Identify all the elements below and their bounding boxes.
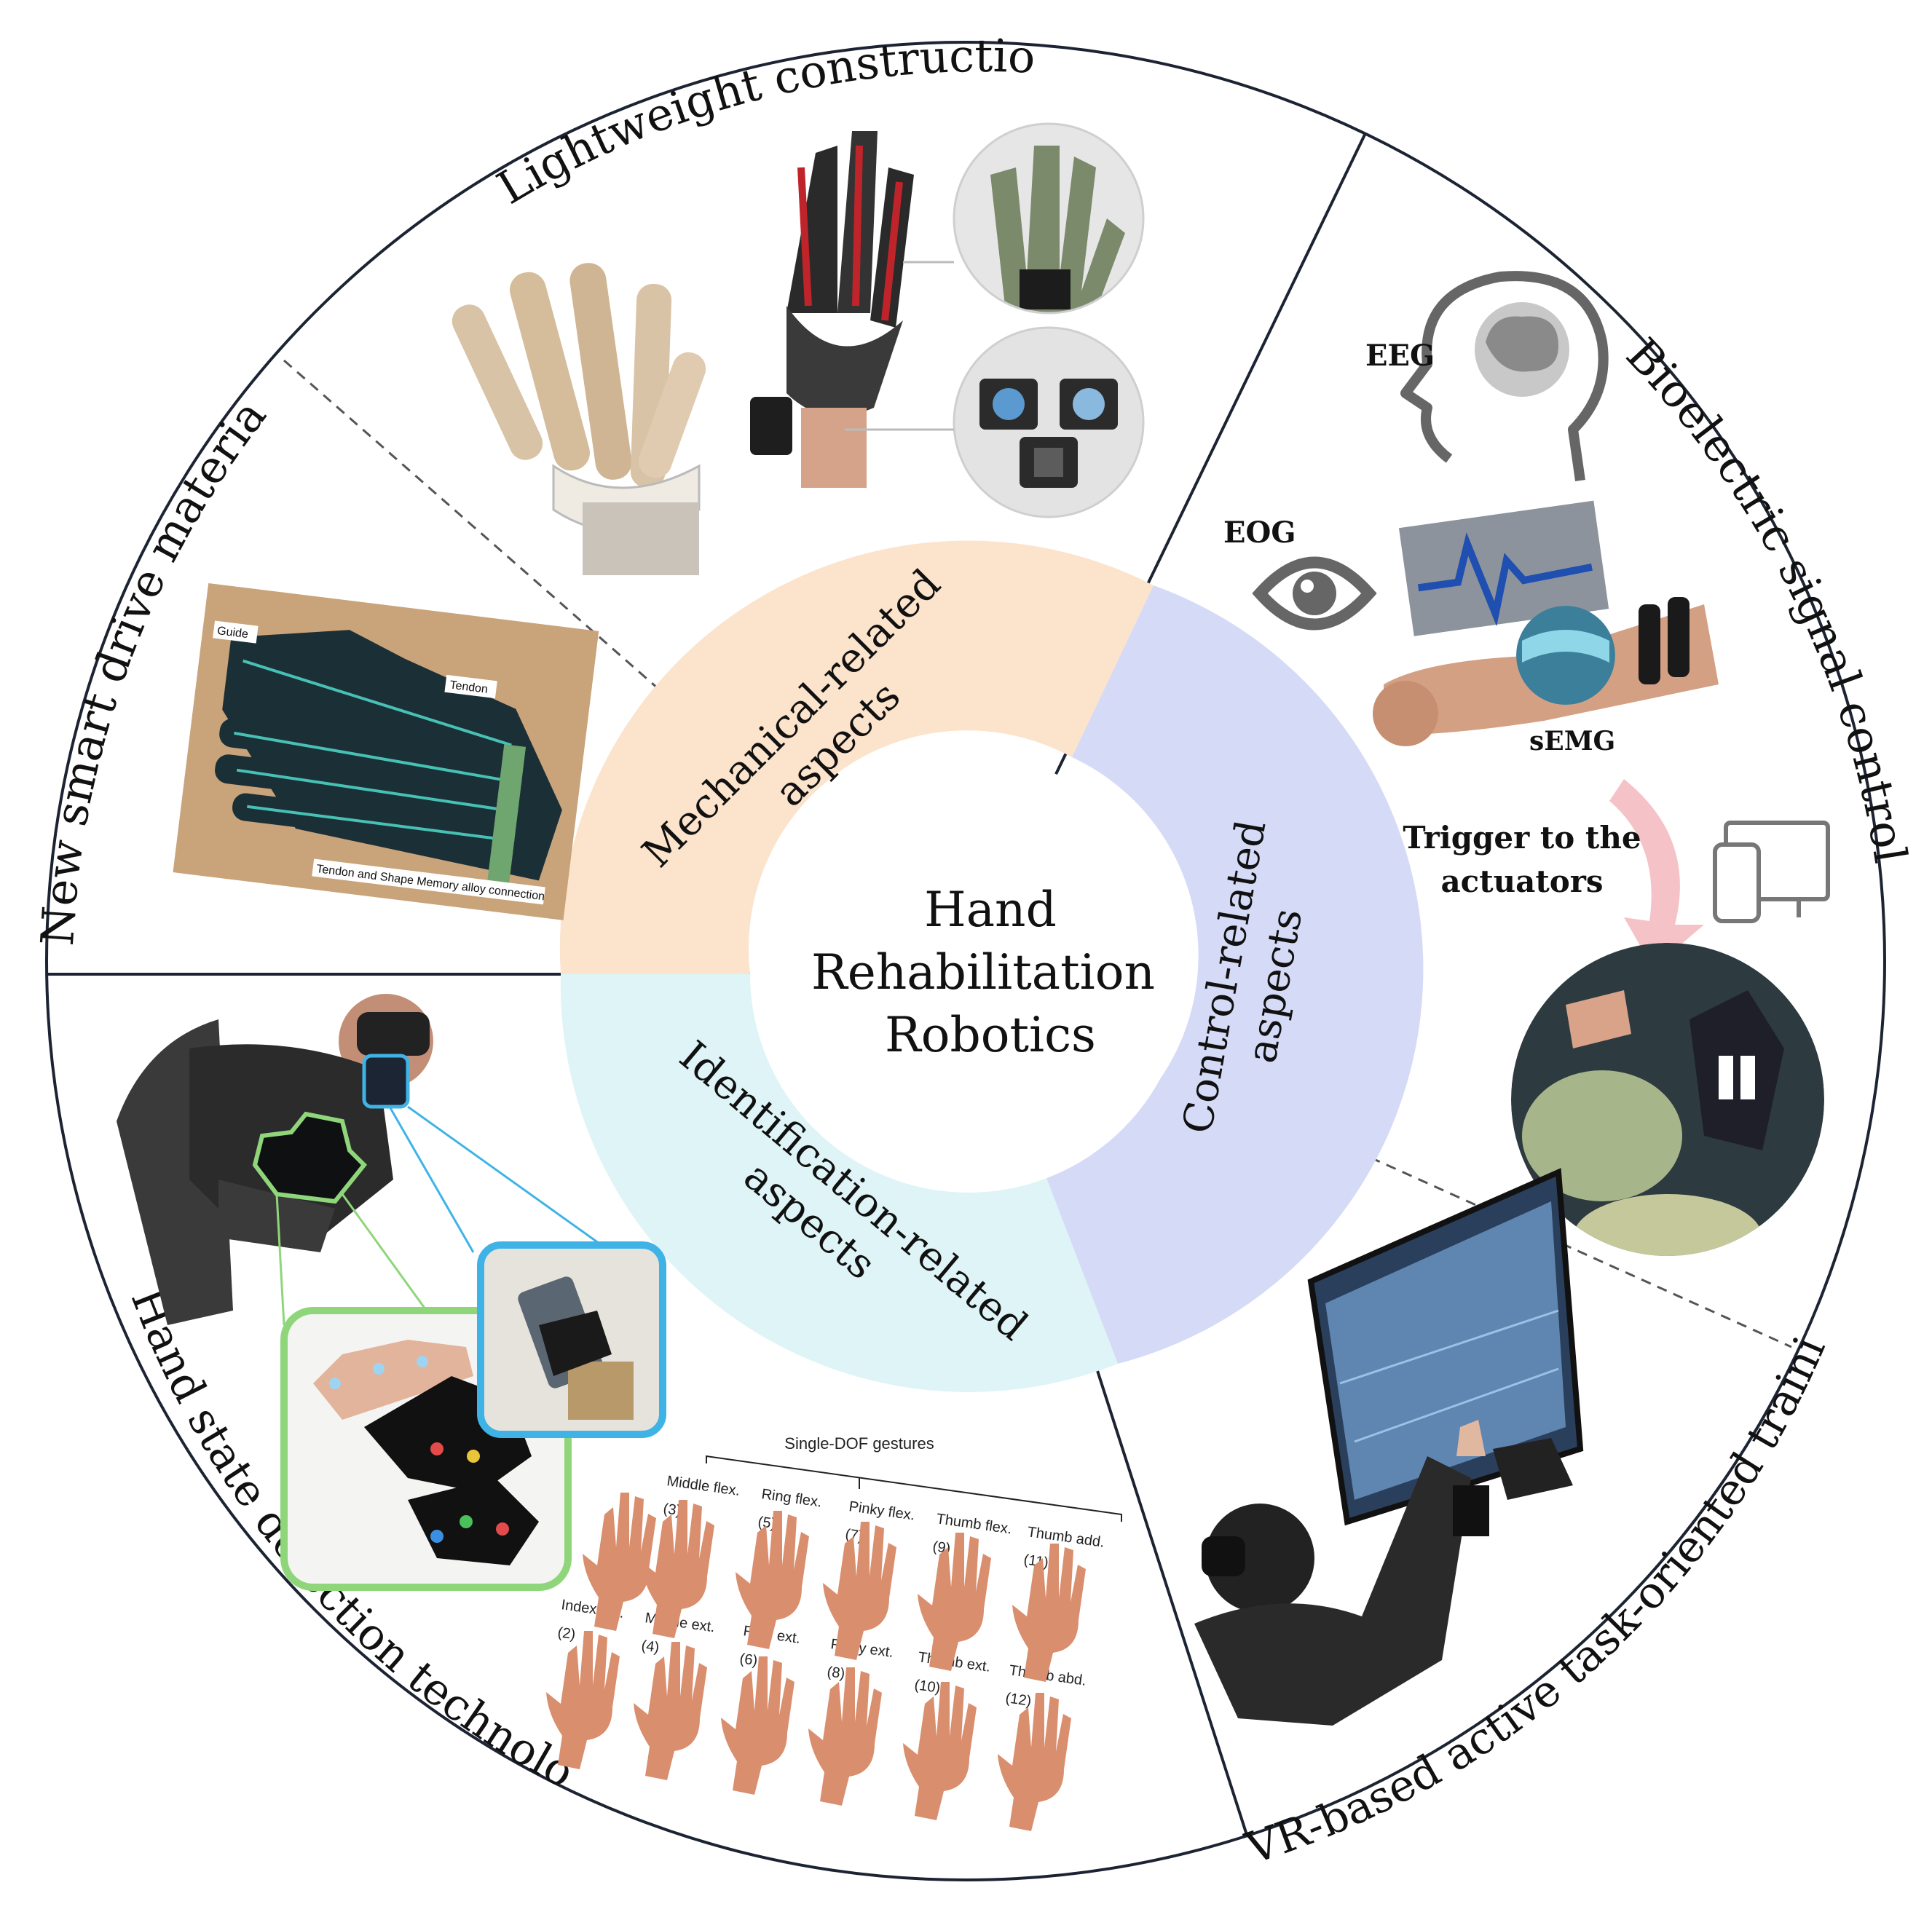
signal-label-semg: sEMG bbox=[1529, 726, 1615, 756]
gesture-hand-top-4 bbox=[918, 1533, 991, 1671]
sector-control bbox=[1041, 585, 1424, 1364]
eeg-pulse-screen bbox=[1398, 500, 1609, 636]
track-line-green-1 bbox=[275, 1193, 285, 1326]
gesture-bracket bbox=[706, 1455, 1122, 1522]
red-exoskeleton-glove bbox=[750, 131, 914, 488]
tea-pouring-photo bbox=[1511, 943, 1824, 1256]
gesture-hand-bottom-3 bbox=[808, 1667, 882, 1806]
gesture-num-ext-1: (4) bbox=[640, 1637, 660, 1656]
semg-muscle-closeup bbox=[1516, 606, 1615, 705]
track-line-green-2 bbox=[341, 1193, 438, 1326]
valve-closeup-photo bbox=[954, 328, 1143, 517]
signal-label-eog: EOG bbox=[1223, 515, 1296, 550]
gesture-hand-bottom-1 bbox=[634, 1642, 707, 1780]
soft-finger-exoskeleton bbox=[452, 263, 706, 575]
sector-mechanical bbox=[559, 540, 1154, 974]
gesture-num-ext-3: (8) bbox=[826, 1664, 845, 1682]
signal-label-eeg: EEG bbox=[1365, 339, 1435, 373]
valve-closeup-border bbox=[953, 326, 1145, 518]
tracked-glove bbox=[252, 1111, 368, 1204]
gesture-num-ext-0: (2) bbox=[556, 1624, 576, 1643]
gesture-hand-bottom-2 bbox=[721, 1656, 795, 1795]
glove-label-tendon: Tendon bbox=[449, 679, 489, 696]
gesture-hand-top-1 bbox=[641, 1500, 714, 1638]
glove-label-guide: Guide bbox=[216, 625, 249, 641]
gesture-hand-images bbox=[546, 1493, 1086, 1831]
center-title-line3: Robotics bbox=[885, 1007, 1096, 1063]
gesture-hand-top-5 bbox=[1012, 1544, 1086, 1682]
glove-closeup-border bbox=[953, 122, 1145, 315]
trigger-arrow bbox=[1609, 779, 1704, 968]
center-title-line2: Rehabilitation bbox=[811, 944, 1155, 1000]
gesture-hand-bottom-4 bbox=[903, 1682, 977, 1820]
gesture-hand-top-2 bbox=[736, 1511, 809, 1649]
vr-user-figure bbox=[1194, 1420, 1489, 1726]
gesture-num-ext-4: (10) bbox=[913, 1677, 941, 1696]
brain-head-icon bbox=[1400, 271, 1609, 481]
phone-camera-panel bbox=[477, 1241, 666, 1438]
glove-closeup-photo bbox=[954, 124, 1143, 313]
track-line-blue-2 bbox=[407, 1105, 612, 1254]
gesture-hand-bottom-0 bbox=[546, 1631, 620, 1769]
gesture-num-ext-2: (6) bbox=[738, 1651, 758, 1669]
sector-identification bbox=[560, 974, 1118, 1392]
trigger-label-line2: actuators bbox=[1440, 864, 1603, 899]
vr-monitor bbox=[1307, 1168, 1584, 1526]
gesture-hand-top-3 bbox=[823, 1522, 896, 1660]
gesture-hand-top-0 bbox=[583, 1493, 656, 1631]
gesture-header: Single-DOF gestures bbox=[784, 1434, 934, 1453]
divider-dashed-lower-right bbox=[1354, 1149, 1792, 1348]
trigger-label-line1: Trigger to the bbox=[1403, 820, 1641, 856]
divider-dashed-upper-left bbox=[283, 359, 671, 700]
gesture-num-ext-5: (12) bbox=[1004, 1690, 1032, 1710]
devices-icon bbox=[1713, 821, 1830, 923]
track-line-blue-1 bbox=[388, 1106, 475, 1253]
eye-icon bbox=[1252, 556, 1377, 631]
center-circle bbox=[750, 756, 1187, 1193]
center-title-line1: Hand bbox=[924, 882, 1057, 938]
gesture-hand-bottom-5 bbox=[998, 1693, 1071, 1831]
smart-drive-glove-photo: Guide Tendon Tendon and Shape Memory all… bbox=[173, 583, 599, 920]
